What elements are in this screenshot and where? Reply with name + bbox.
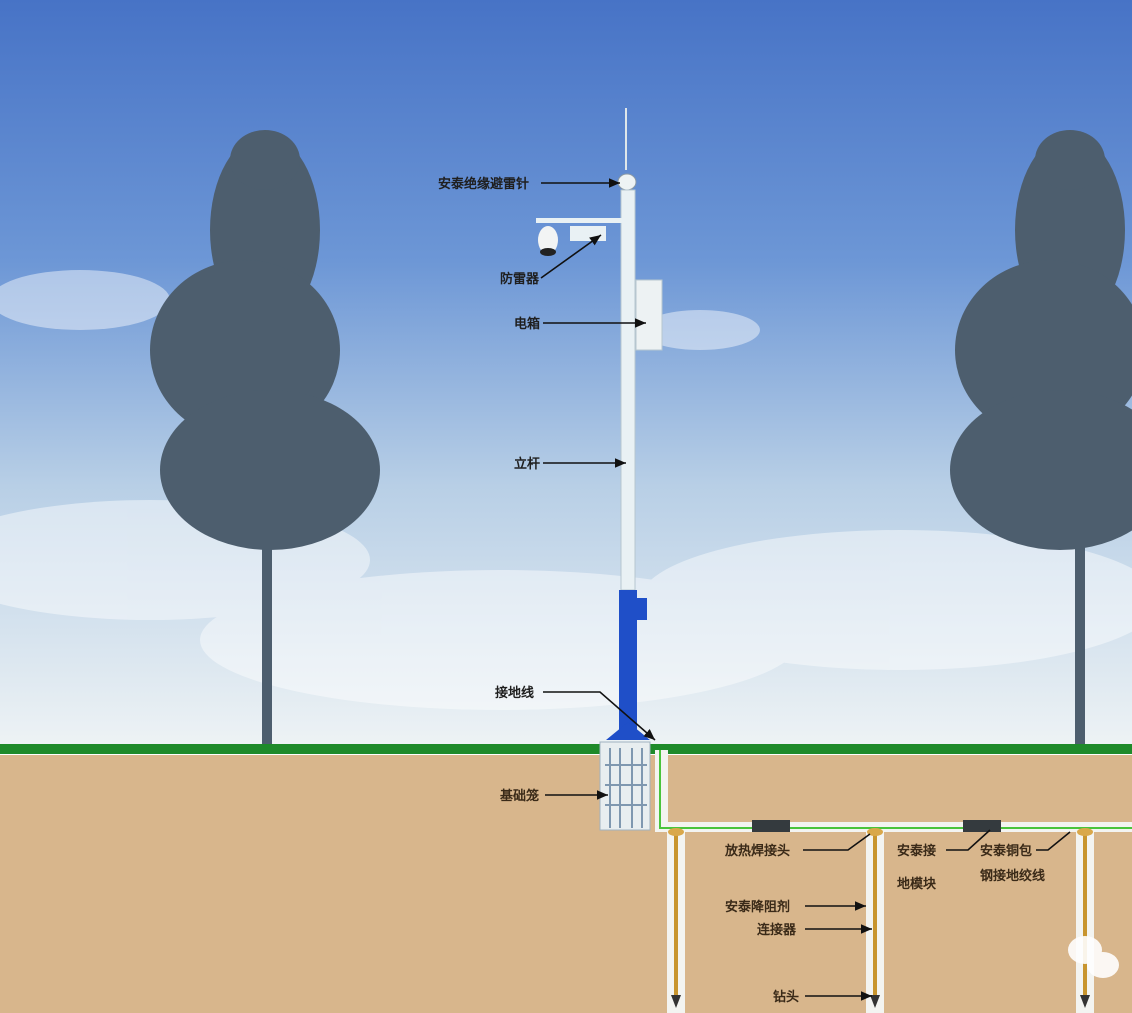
wechat-watermark-icon bbox=[1068, 936, 1119, 978]
soil bbox=[0, 755, 1132, 1013]
ground-module-blocks bbox=[752, 820, 1001, 832]
svg-text:地模块: 地模块 bbox=[897, 876, 937, 892]
label-exothermic-weld: 放热焊接头 bbox=[724, 833, 871, 859]
pole bbox=[536, 108, 663, 740]
foundation-cage bbox=[599, 741, 651, 831]
clouds bbox=[0, 270, 1132, 710]
label-connector: 连接器 bbox=[757, 922, 872, 938]
label-pole: 立杆 bbox=[514, 456, 626, 472]
electric-box bbox=[635, 279, 663, 351]
label-resistance-reducer: 安泰降阻剂 bbox=[725, 899, 866, 915]
svg-text:连接器: 连接器 bbox=[757, 922, 797, 938]
surge-protector-box bbox=[570, 226, 606, 241]
tree-right bbox=[950, 130, 1132, 745]
svg-text:钻头: 钻头 bbox=[773, 989, 799, 1005]
label-ground-wire: 接地线 bbox=[495, 685, 656, 741]
tree-left bbox=[150, 130, 380, 745]
svg-text:立杆: 立杆 bbox=[514, 456, 540, 472]
ground-rods bbox=[668, 828, 1093, 1008]
svg-text:安泰接: 安泰接 bbox=[897, 843, 936, 859]
svg-text:基础笼: 基础笼 bbox=[499, 788, 539, 804]
svg-text:放热焊接头: 放热焊接头 bbox=[724, 843, 790, 859]
label-lightning-rod: 安泰绝缘避雷针 bbox=[438, 176, 620, 192]
svg-text:安泰铜包: 安泰铜包 bbox=[980, 843, 1032, 859]
svg-text:防雷器: 防雷器 bbox=[500, 271, 540, 287]
label-drill-tip: 钻头 bbox=[773, 989, 872, 1005]
svg-text:接地线: 接地线 bbox=[495, 685, 534, 701]
svg-text:安泰降阻剂: 安泰降阻剂 bbox=[725, 899, 790, 915]
label-ground-module: 安泰接 地模块 bbox=[897, 829, 991, 892]
svg-text:电箱: 电箱 bbox=[514, 316, 540, 332]
svg-text:安泰绝缘避雷针: 安泰绝缘避雷针 bbox=[438, 176, 529, 192]
camera-dome bbox=[538, 226, 558, 256]
svg-text:钢接地绞线: 钢接地绞线 bbox=[980, 868, 1045, 884]
label-surge-protector: 防雷器 bbox=[500, 234, 602, 287]
camera-arm bbox=[536, 218, 622, 223]
label-copper-strand: 安泰铜包 钢接地绞线 bbox=[980, 831, 1071, 884]
label-foundation-cage: 基础笼 bbox=[499, 788, 608, 804]
label-electric-box: 电箱 bbox=[514, 316, 646, 332]
grass-line bbox=[0, 744, 1132, 754]
